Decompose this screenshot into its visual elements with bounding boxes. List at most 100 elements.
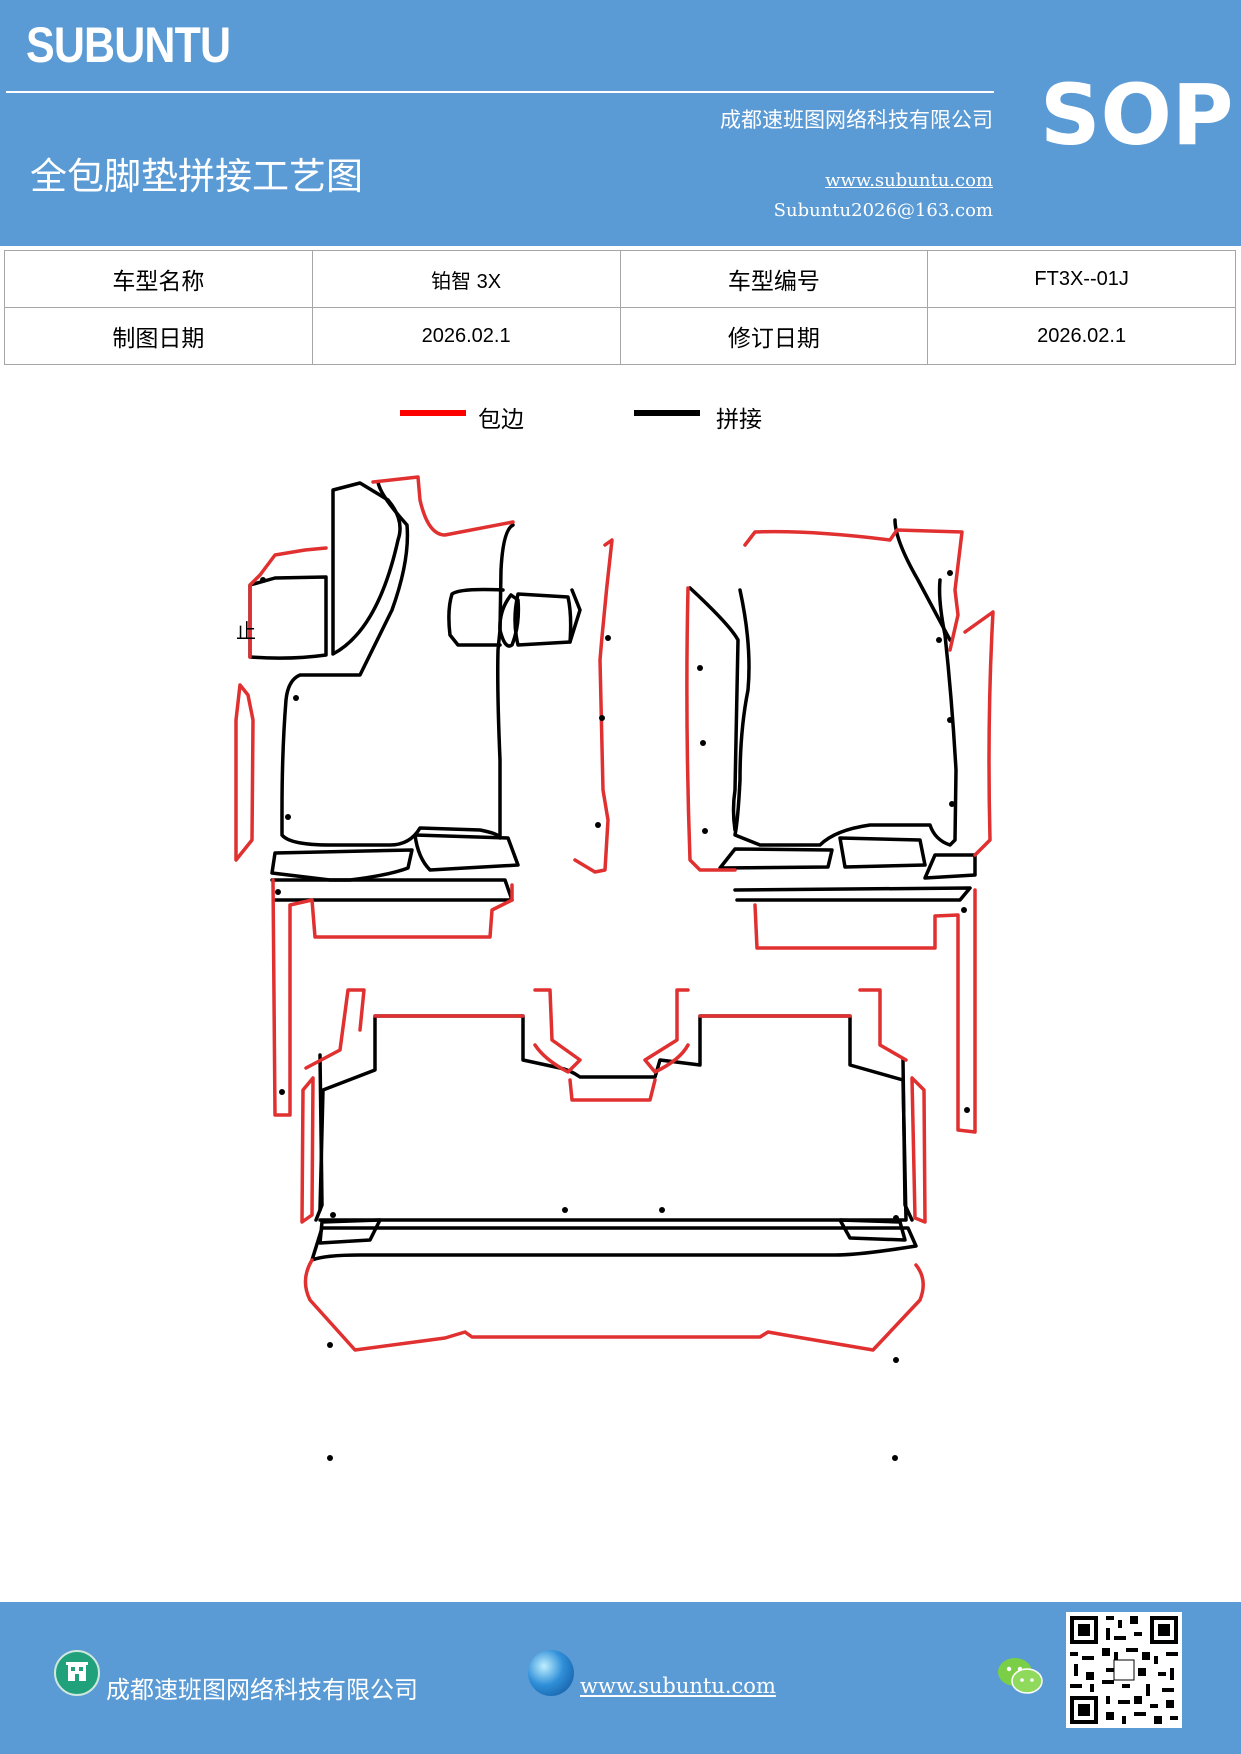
table-row: 制图日期 2026.02.1 修订日期 2026.02.1 (4, 307, 1236, 365)
draw-date-value: 2026.02.1 (311, 307, 621, 365)
passenger-long-strip (753, 888, 977, 1134)
building-icon-glyph (66, 1662, 88, 1681)
driver-heel-pad (447, 587, 505, 647)
passenger-door-strip (688, 586, 740, 832)
driver-main-mat (280, 480, 515, 847)
passenger-sill-right (923, 853, 977, 880)
driver-left-pillar (234, 683, 255, 862)
locator-dot (961, 907, 967, 913)
locator-dots (260, 570, 970, 1461)
locator-dot (947, 570, 953, 576)
rear-right-corner (838, 1218, 907, 1242)
passenger-main-mat (733, 578, 958, 847)
driver-sill-left (270, 848, 414, 882)
locator-dot (330, 1212, 336, 1218)
rear-left-wall (314, 1053, 324, 1222)
driver-long-strip (271, 878, 514, 1117)
driver-sill-right (413, 833, 520, 872)
header-divider (6, 91, 994, 93)
rear-mid-left-edge (533, 988, 582, 1074)
locator-dot (700, 740, 706, 746)
rear-right-wall (901, 1058, 914, 1222)
wechat-icon[interactable] (996, 1654, 1044, 1698)
splice-outlines (248, 480, 977, 1262)
rear-center-notch (568, 1078, 657, 1102)
passenger-rear-strip (733, 886, 972, 902)
model-name-label: 车型名称 (4, 250, 313, 308)
locator-dot (893, 1215, 899, 1221)
legend-edge-label: 包边 (478, 407, 524, 433)
rear-left-side-edge (300, 1076, 315, 1224)
model-code-label: 车型编号 (619, 250, 929, 308)
info-table: 车型名称 铂智 3X 车型编号 FT3X--01J 制图日期 2026.02.1… (4, 250, 1236, 365)
footer: 成都速班图网络科技有限公司 www.subuntu.com (0, 1602, 1241, 1754)
locator-dot (893, 1357, 899, 1363)
locator-dot (293, 695, 299, 701)
locator-dot (936, 637, 942, 643)
locator-dot (595, 822, 601, 828)
globe-icon (528, 1650, 574, 1696)
locator-dot (947, 717, 953, 723)
driver-upper-panel (248, 575, 328, 660)
rear-bottom-edge (303, 1258, 925, 1352)
passenger-sill-left (718, 847, 834, 870)
floor-mat-diagram: 止 (234, 475, 995, 1461)
rear-left-top-edge (304, 988, 366, 1070)
header: SUBUNTU 成都速班图网络科技有限公司 全包脚垫拼接工艺图 www.subu… (0, 0, 1241, 246)
revise-date-value: 2026.02.1 (927, 307, 1236, 365)
locator-dot (605, 635, 611, 641)
building-icon (54, 1650, 100, 1696)
model-code-value: FT3X--01J (927, 250, 1236, 308)
locator-dot (949, 801, 955, 807)
driver-door-edge (573, 538, 614, 874)
locator-dot (279, 1089, 285, 1095)
driver-heel-oval (498, 593, 521, 648)
driver-rear-strip (270, 878, 514, 902)
passenger-right-strip (893, 518, 952, 642)
website-link[interactable]: www.subuntu.com (825, 170, 993, 191)
locator-dot (599, 715, 605, 721)
locator-dot (697, 665, 703, 671)
locator-dot (562, 1207, 568, 1213)
locator-dot (892, 1455, 898, 1461)
rear-mid-right-edge (643, 988, 690, 1074)
rear-main-mat (318, 1014, 908, 1222)
qr-code (1066, 1612, 1182, 1728)
rear-left-corner (318, 1218, 382, 1245)
sop-label: SOP (1040, 66, 1234, 164)
passenger-left-edge (685, 586, 737, 872)
email-text: Subuntu2026@163.com (773, 200, 993, 221)
locator-dot (702, 828, 708, 834)
stop-mark: 止 (236, 619, 256, 643)
driver-pedal-pad (513, 592, 573, 647)
legend-edge-swatch (400, 410, 466, 416)
locator-dot (327, 1342, 333, 1348)
footer-website-link[interactable]: www.subuntu.com (580, 1674, 776, 1698)
rear-right-side-edge (910, 1076, 927, 1224)
locator-dot (659, 1207, 665, 1213)
driver-door-strip (568, 588, 582, 644)
passenger-right-edge (963, 610, 995, 857)
model-name-value: 铂智 3X (311, 250, 621, 308)
locator-dot (285, 814, 291, 820)
brand-logo: SUBUNTU (26, 17, 231, 73)
edge-outlines (234, 475, 995, 1352)
company-name: 成都速班图网络科技有限公司 (720, 108, 993, 132)
driver-pillar-strip (331, 481, 402, 656)
locator-dot (275, 889, 281, 895)
rear-right-top-edge (858, 988, 908, 1062)
footer-company: 成都速班图网络科技有限公司 (106, 1676, 418, 1704)
draw-date-label: 制图日期 (4, 307, 313, 365)
qr-code-pattern (1070, 1616, 1178, 1724)
locator-dot (327, 1455, 333, 1461)
driver-upper-edge (248, 546, 328, 659)
legend-splice-swatch (634, 410, 700, 416)
page-title: 全包脚垫拼接工艺图 (30, 155, 363, 198)
legend-splice-label: 拼接 (716, 407, 762, 433)
driver-top-edge (371, 475, 515, 537)
table-row: 车型名称 铂智 3X 车型编号 FT3X--01J (4, 250, 1236, 308)
passenger-top-edge (743, 528, 964, 652)
locator-dot (964, 1107, 970, 1113)
locator-dot (260, 577, 266, 583)
revise-date-label: 修订日期 (619, 307, 929, 365)
